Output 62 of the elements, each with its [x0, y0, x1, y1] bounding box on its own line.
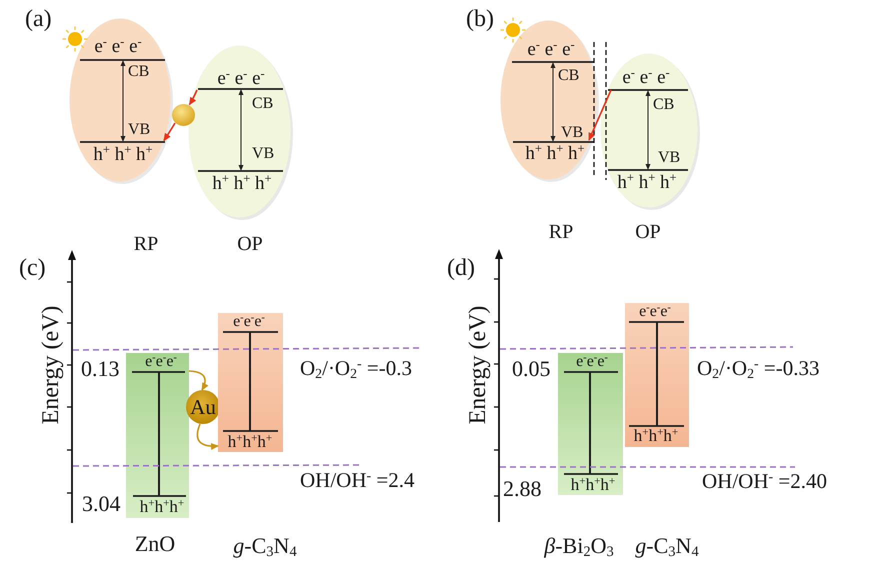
panel-label: (c) [19, 256, 46, 280]
redox-potential-label: OH/OH$^{-}$ =2.4 [300, 470, 414, 491]
energy-value: 0.13 [81, 358, 120, 380]
band-ellipse [69, 18, 173, 184]
band-label: CB [128, 64, 150, 80]
arrow [163, 122, 176, 142]
particle-sphere [172, 104, 195, 126]
band-label: VB [252, 146, 274, 162]
photocatalyst-label: OP [635, 222, 661, 242]
photocatalyst-label: RP [548, 222, 574, 242]
arrow [188, 90, 198, 106]
energy-value: 2.88 [503, 478, 542, 500]
band-ellipse [188, 45, 293, 220]
electron-label: e$^{-}$e$^{-}$e$^{-}$ [639, 304, 671, 320]
panel-label: (d) [447, 256, 475, 280]
energy-value: 3.04 [82, 493, 120, 515]
band-label: VB [658, 150, 680, 166]
band-block [126, 353, 189, 518]
band-block [558, 353, 623, 495]
band-label: CB [653, 97, 674, 113]
redox-potential-label: O$_{2}$/·O$_{2}$$^{-}$ =-0.3 [300, 358, 412, 379]
hole-label: h$^{+}$ h$^{+}$ h$^{+}$ [617, 173, 677, 192]
electron-label: e$^{-}$ e$^{-}$ e$^{-}$ [527, 40, 575, 59]
hole-label: h$^{+}$h$^{+}$h$^{+}$ [228, 433, 272, 450]
photocatalyst-label: RP [134, 234, 158, 254]
material-label: g-C$_{3}$N$_{4}$ [233, 535, 297, 557]
band-ellipse [600, 53, 700, 210]
band-label: VB [561, 125, 584, 141]
band-block [218, 313, 283, 452]
arrow [588, 90, 612, 141]
electron-label: e$^{-}$e$^{-}$e$^{-}$ [145, 354, 177, 370]
hole-label: h$^{+}$ h$^{+}$ h$^{+}$ [212, 174, 272, 193]
band-label: CB [558, 68, 580, 84]
particle-circle [186, 390, 220, 424]
electron-label: e$^{-}$ e$^{-}$ e$^{-}$ [622, 68, 670, 87]
axis-title: Energy (eV) [466, 306, 490, 424]
electron-label: e$^{-}$ e$^{-}$ e$^{-}$ [217, 69, 265, 88]
axis-title: Energy (eV) [39, 306, 63, 424]
band-label: VB [128, 122, 150, 138]
band-ellipse [500, 20, 599, 182]
electron-label: e$^{-}$e$^{-}$e$^{-}$ [576, 354, 608, 370]
element-label: Au [190, 397, 216, 418]
material-label: β-Bi$_{2}$O$_{3}$ [544, 535, 614, 557]
band-label: CB [252, 96, 274, 112]
band-block [625, 303, 689, 447]
hole-label: h$^{+}$ h$^{+}$ h$^{+}$ [525, 144, 585, 163]
redox-potential-label: OH/OH$^{-}$ =2.40 [702, 471, 827, 492]
redox-potential-label: O$_{2}$/·O$_{2}$$^{-}$ =-0.33 [697, 358, 820, 379]
energy-value: 0.05 [512, 358, 550, 380]
hole-label: h$^{+}$h$^{+}$h$^{+}$ [570, 476, 616, 493]
electron-label: e$^{-}$ e$^{-}$ e$^{-}$ [94, 37, 142, 56]
photocatalyst-label: OP [237, 234, 263, 254]
arrow [188, 370, 208, 391]
material-label: g-C$_{3}$N$_{4}$ [635, 535, 699, 557]
hole-label: h$^{+}$h$^{+}$h$^{+}$ [634, 427, 678, 444]
hole-label: h$^{+}$ h$^{+}$ h$^{+}$ [93, 145, 153, 164]
panel-label: (a) [25, 7, 52, 31]
hole-label: h$^{+}$h$^{+}$h$^{+}$ [140, 498, 184, 515]
arrow [196, 424, 219, 450]
panel-label: (b) [466, 7, 494, 31]
electron-label: e$^{-}$e$^{-}$e$^{-}$ [233, 314, 265, 330]
material-label: ZnO [134, 533, 176, 555]
